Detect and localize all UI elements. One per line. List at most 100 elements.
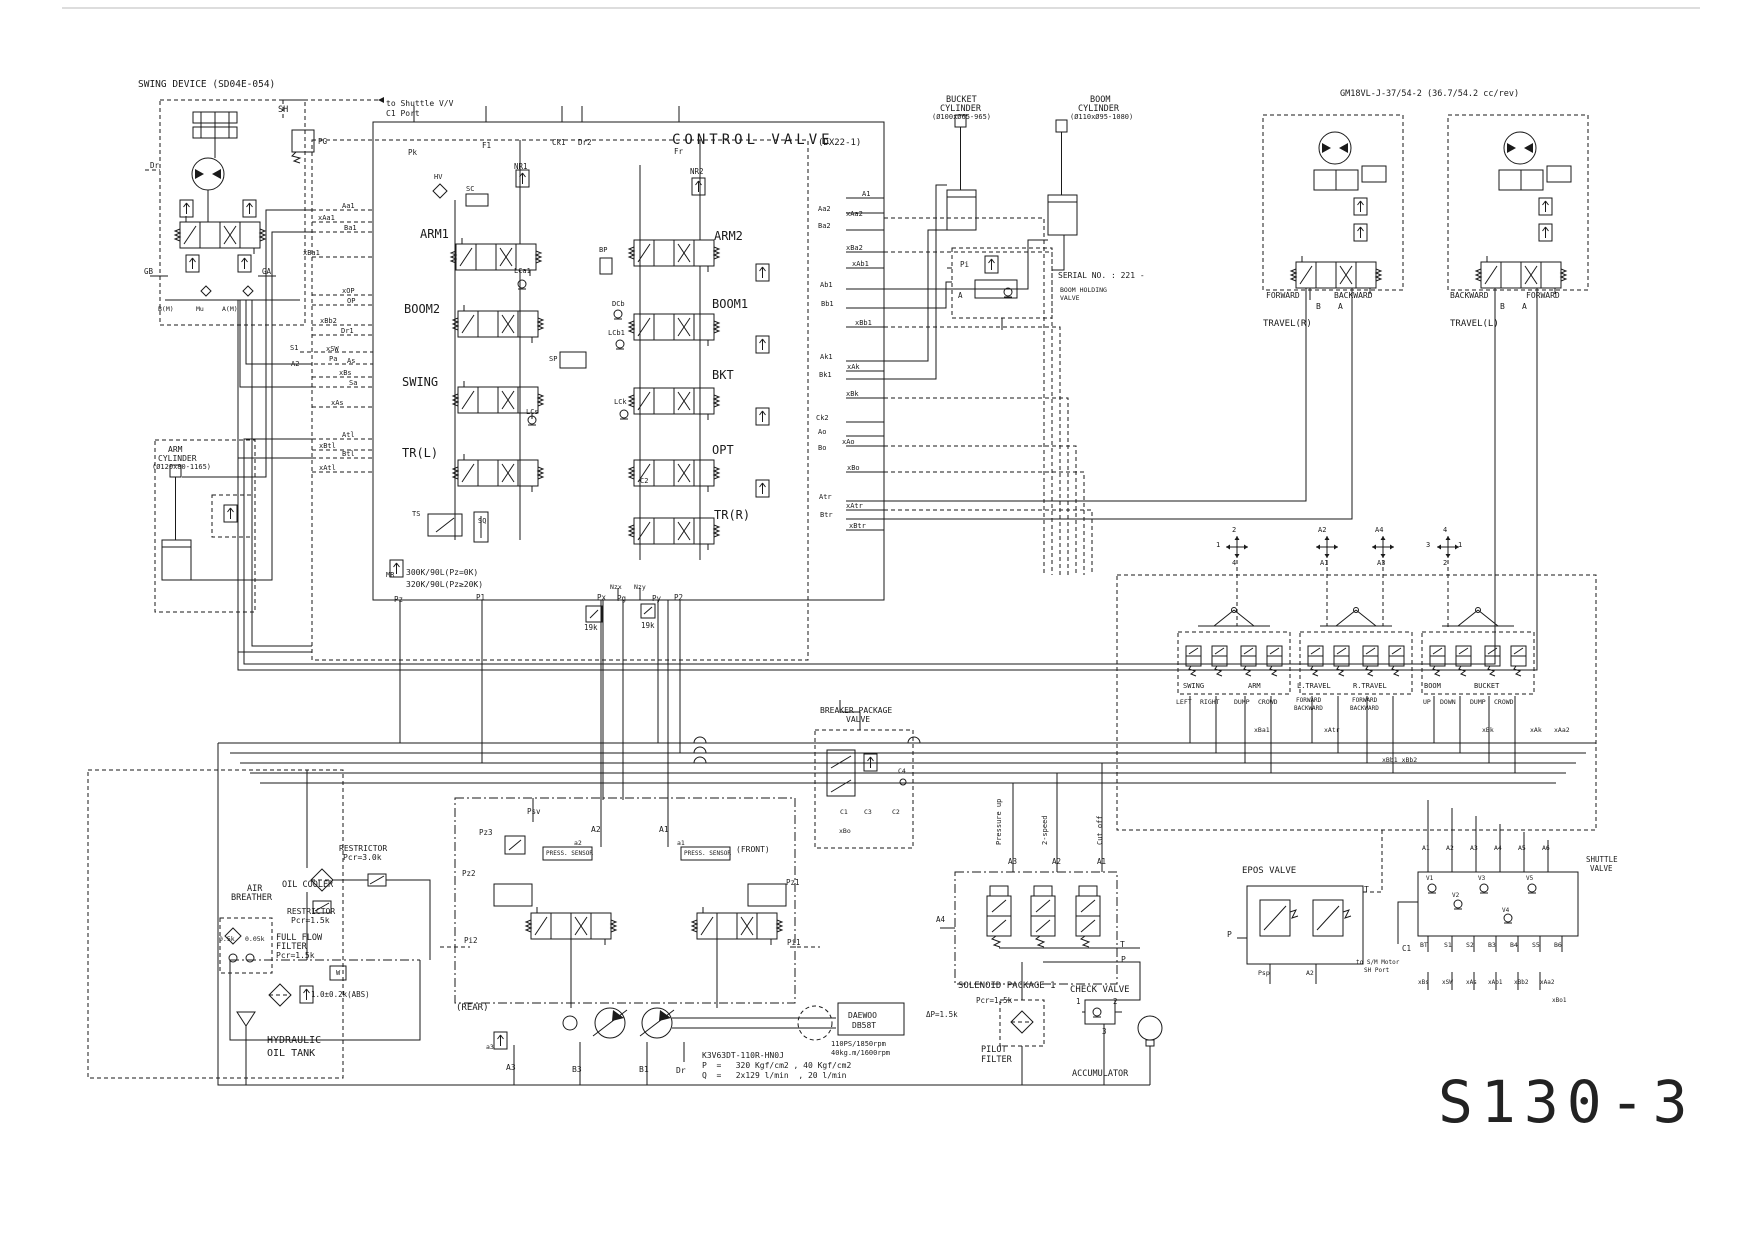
control_valve-xbo: xBo — [847, 464, 860, 472]
epos-epos-valve: EPOS VALVE — [1242, 866, 1297, 876]
travel-forward: FORWARD — [1266, 291, 1300, 300]
control_valve-xaa2: xAa2 — [846, 210, 863, 218]
shuttle-xbo1: xBo1 — [1552, 997, 1567, 1004]
control_valve-sq: SQ — [478, 517, 487, 525]
swing_device-mu: Mu — [196, 305, 204, 313]
pumps-front: (FRONT) — [736, 845, 770, 854]
control_valve-c2: C2 — [640, 477, 649, 485]
tank-pcr-1-5k: Pcr=1.5k — [291, 916, 330, 925]
control_valve-aa1: Aa1 — [342, 202, 355, 210]
tank-hydraulic: HYDRAULIC — [267, 1035, 322, 1046]
cylinders-linework — [946, 114, 1078, 330]
control_valve-mr: MR — [386, 571, 395, 579]
pilot_controls-2: 2 — [1443, 559, 1448, 567]
breaker-breaker-package: BREAKER PACKAGE — [820, 706, 893, 715]
control_valve-lcs: LCs — [526, 408, 539, 416]
control_valve-opt: OPT — [712, 443, 734, 457]
solenoid-cut-off: Cut off — [1096, 815, 1104, 845]
travel-travel-r: TRAVEL(R) — [1263, 319, 1312, 329]
pilot_filter-pilot: PILOT — [981, 1045, 1007, 1055]
shuttle-b6: B6 — [1554, 941, 1562, 949]
pilot_controls-crowd: CROWD — [1494, 698, 1514, 706]
pilot_controls-4: 4 — [1232, 559, 1237, 567]
travel-motor-right-linework — [1262, 114, 1404, 300]
solenoid-solenoid-package-1: SOLENOID PACKAGE 1 — [958, 981, 1056, 991]
epos-a2: A2 — [1306, 969, 1314, 977]
shuttle-a5: A5 — [1518, 844, 1526, 852]
cylinders-bucket: BUCKET — [946, 95, 977, 105]
boom_holding-serial-no-221: SERIAL NO. : 221 - — [1058, 271, 1145, 280]
control_valve-p2: P2 — [674, 593, 684, 602]
travel-a: A — [1522, 302, 1527, 311]
pilot_controls-backward: BACKWARD — [1350, 705, 1379, 712]
swing_device-b-m: B(M) — [158, 305, 174, 313]
breaker-xbo: xBo — [839, 827, 851, 835]
pilot_controls-left: LEFT — [1176, 698, 1192, 706]
control_valve-sa: Sa — [349, 379, 358, 387]
control_valve-pk: Pk — [408, 148, 418, 157]
boom_holding-boom-holding: BOOM HOLDING — [1060, 286, 1107, 294]
solenoid-a3: A3 — [1008, 857, 1018, 866]
pumps-pz2: Pz2 — [462, 869, 476, 878]
control_valve-xbs: xBs — [339, 369, 352, 377]
pilot_controls-xatr: xAtr — [1324, 726, 1340, 734]
control_valve-op: OP — [347, 297, 356, 305]
pumps-a1: A1 — [659, 825, 669, 834]
solenoid-2-speed: 2-speed — [1041, 815, 1049, 845]
breaker-c2: C2 — [892, 808, 900, 816]
control_valve-xaa1: xAa1 — [318, 214, 335, 222]
control_valve-ab1: Ab1 — [820, 281, 833, 289]
control_valve-f1: F1 — [482, 141, 492, 150]
control_valve-xsw: xSW — [326, 345, 339, 353]
shuttle-xas: xAs — [1466, 979, 1477, 986]
control_valve-xatl: xAtl — [319, 464, 336, 472]
shuttle-a1: A1 — [1422, 844, 1430, 852]
control_valve-py: Py — [652, 594, 662, 603]
control_valve-xbtl: xBtl — [319, 442, 336, 450]
shuttle-xaa2: xAa2 — [1540, 979, 1555, 986]
swing_device-to-shuttle-v-v: to Shuttle V/V — [386, 99, 454, 108]
control_valve-xba1: xBa1 — [303, 249, 320, 257]
swing_device-gb: GB — [144, 267, 154, 276]
control_valve-xak: xAk — [847, 363, 860, 371]
pump-linework — [440, 600, 905, 1085]
pumps-a1: a1 — [677, 839, 685, 847]
travel-backward: BACKWARD — [1334, 291, 1373, 300]
pumps-q-2x129-l-min-20-l-min: Q = 2x129 l/min , 20 l/min — [702, 1071, 847, 1080]
pilot_controls-dump: DUMP — [1470, 698, 1486, 706]
pilot-controls-linework — [1116, 535, 1597, 831]
swing_device-ga: GA — [262, 267, 272, 276]
pumps-a3: A3 — [506, 1063, 516, 1072]
cylinders-cylinder: CYLINDER — [940, 104, 981, 114]
travel-a: A — [1338, 302, 1343, 311]
control_valve-xbk: xBk — [846, 390, 859, 398]
control_valve-as: As — [347, 357, 356, 365]
control_valve-lca1: LCa1 — [514, 267, 531, 275]
pumps-a2: A2 — [591, 825, 601, 834]
breaker-valve: VALVE — [846, 715, 871, 724]
shuttle-b3: B3 — [1488, 941, 1496, 949]
control_valve-s1: S1 — [290, 344, 299, 352]
swing_device-swing-device-sd04e-054: SWING DEVICE (SD04E-054) — [138, 79, 276, 90]
control_valve-tr-l: TR(L) — [402, 446, 439, 460]
accumulator-accumulator: ACCUMULATOR — [1072, 1069, 1129, 1079]
control_valve-hv: HV — [434, 173, 443, 181]
pilot_controls-xbb1-xbb2: xBb1 xBb2 — [1382, 756, 1418, 764]
control_valve-bo: Bo — [818, 444, 827, 452]
pilot_controls-4: 4 — [1443, 526, 1448, 534]
pilot_controls-xba1: xBa1 — [1254, 726, 1270, 734]
shuttle-v1: V1 — [1426, 875, 1434, 882]
check_valve-check-valve: CHECK VALVE — [1070, 985, 1130, 995]
shuttle-a6: A6 — [1542, 844, 1550, 852]
pilot_controls-up: UP — [1423, 698, 1431, 706]
pilot_controls-3: 3 — [1426, 541, 1431, 549]
shuttle-s2: S2 — [1466, 941, 1474, 949]
control_valve-19k: 19k — [584, 623, 598, 632]
control_valve-atr: Atr — [819, 493, 832, 501]
swing-device-linework — [145, 97, 384, 653]
pumps-p-320-kgf-cm2-40-kgf-cm2: P = 320 Kgf/cm2 , 40 Kgf/cm2 — [702, 1061, 852, 1070]
pilot_controls-crowd: CROWD — [1258, 698, 1278, 706]
cylinders-100x-65-965: (Ø100xØ65-965) — [932, 113, 992, 121]
